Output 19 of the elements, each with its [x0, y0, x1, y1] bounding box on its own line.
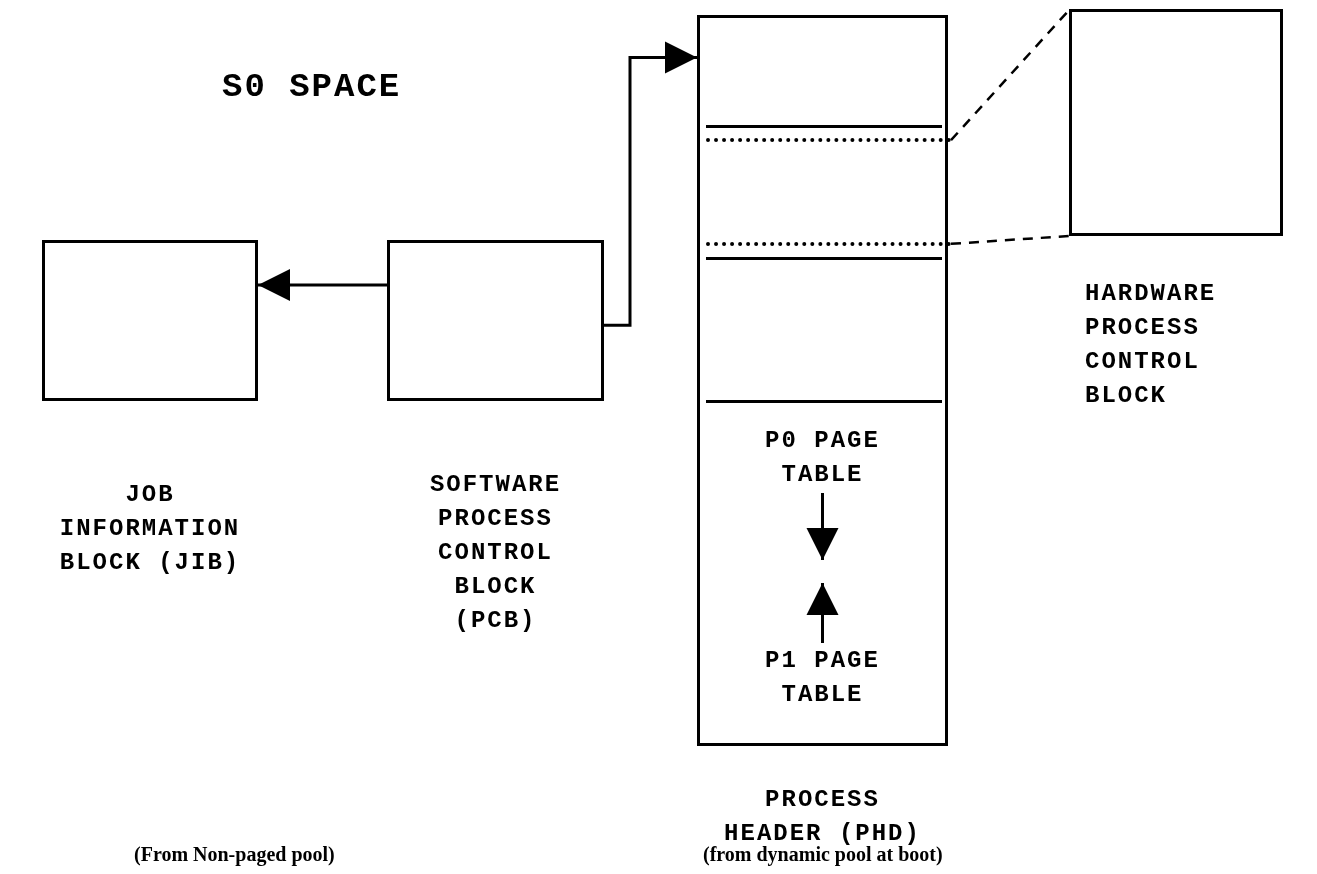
block-caption: SOFTWARE PROCESS CONTROL BLOCK (PCB) [429, 470, 562, 636]
source-note: (From Non-paged pool) [134, 842, 335, 866]
block-caption: HARDWARE PROCESS CONTROL BLOCK [1085, 279, 1217, 411]
block-box [387, 240, 604, 401]
table-label: P1 PAGE TABLE [720, 643, 925, 713]
arrow [806, 583, 839, 643]
block-box [1069, 9, 1283, 236]
dashed-line [950, 9, 1070, 141]
dashed-line [950, 234, 1070, 246]
dotted-slot [706, 138, 951, 246]
block-box [42, 240, 258, 401]
table-label: P0 PAGE TABLE [720, 423, 925, 493]
arrow [604, 41, 697, 327]
block-caption: PROCESS HEADER (PHD) [724, 785, 921, 847]
arrow [806, 493, 839, 560]
diagram-title: S0 SPACE [222, 68, 402, 106]
block-caption: JOB INFORMATION BLOCK (JIB) [59, 480, 241, 578]
block-box [697, 15, 948, 746]
arrow [258, 269, 387, 302]
